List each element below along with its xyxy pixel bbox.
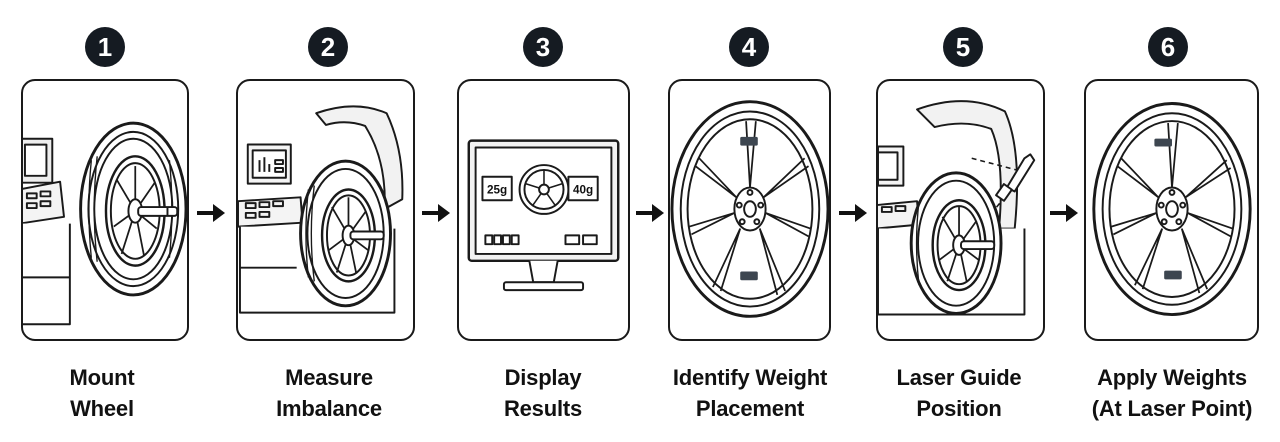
step-5-illustration [876,79,1045,341]
step-6-badge: 6 [1148,27,1188,67]
arrow-right-icon [1050,204,1078,222]
step-1-caption-line-1: Mount [69,365,135,390]
step-4-caption-line-1: Identify Weight [672,365,828,390]
step-4-caption: Identify Weight Placement [650,362,850,424]
apply-weights-illustration [1092,102,1252,317]
arrow-right-icon [839,204,867,222]
step-1-caption-line-2: Wheel [70,396,134,421]
step-6-illustration [1084,79,1259,341]
step-4-illustration [668,79,831,341]
display-results-illustration: 25g 40g [467,139,620,292]
step-2-badge: 2 [308,27,348,67]
step-5-badge: 5 [943,27,983,67]
mount-wheel-illustration [23,121,187,326]
arrow-right-icon [636,204,664,222]
step-2-caption-line-2: Imbalance [276,396,382,421]
step-5-caption-line-1: Laser Guide [896,365,1022,390]
step-6-caption-line-2: (At Laser Point) [1091,396,1253,421]
right-weight-readout: 40g [573,183,593,196]
applied-bottom-weight [1164,270,1182,280]
step-2-illustration [236,79,415,341]
step-1-illustration [21,79,189,341]
step-3-caption: Display Results [443,362,643,424]
measure-imbalance-illustration [238,105,404,314]
step-2-caption-line-1: Measure [285,365,373,390]
applied-top-weight [1154,138,1172,147]
identify-weight-placement-illustration [670,100,829,318]
step-3-caption-line-2: Results [503,396,583,421]
step-1-badge: 1 [85,27,125,67]
step-3-illustration: 25g 40g [457,79,630,341]
step-2-caption: Measure Imbalance [229,362,429,424]
step-5-caption: Laser Guide Position [859,362,1059,424]
arrow-right-icon [197,204,225,222]
step-4-badge: 4 [729,27,769,67]
step-5-caption-line-2: Position [916,396,1002,421]
top-weight-marker [740,136,758,146]
step-6-caption: Apply Weights (At Laser Point) [1072,362,1272,424]
arrow-right-icon [422,204,450,222]
step-4-caption-line-2: Placement [695,396,805,421]
bottom-weight-marker [740,271,758,281]
step-1-caption: Mount Wheel [2,362,202,424]
step-6-caption-line-1: Apply Weights [1097,365,1247,390]
step-3-caption-line-1: Display [504,365,582,390]
left-weight-readout: 25g [487,183,507,196]
step-3-badge: 3 [523,27,563,67]
laser-guide-position-illustration [878,100,1036,316]
